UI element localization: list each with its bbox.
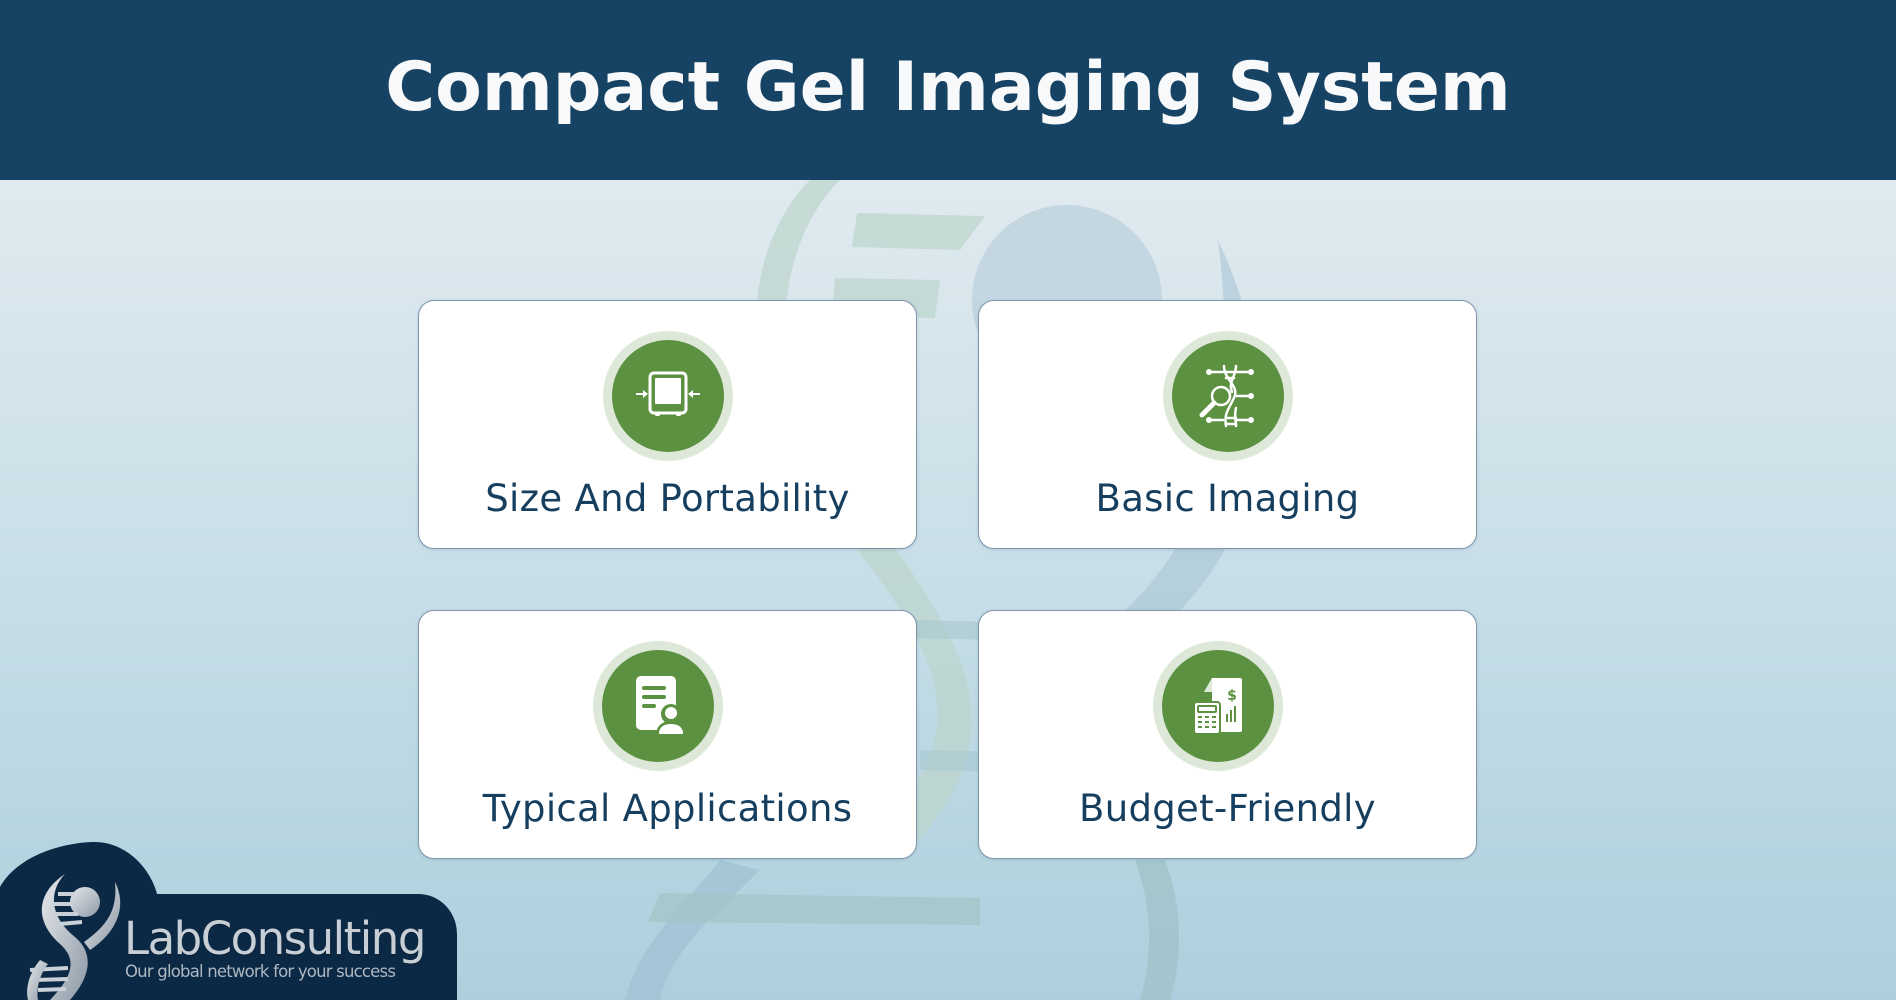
- logo-background-shape: [0, 842, 457, 1000]
- icon-badge: [1162, 331, 1293, 461]
- svg-text:$: $: [1227, 688, 1237, 704]
- feature-card-basic-imaging: Basic Imaging: [978, 300, 1477, 549]
- card-label: Typical Applications: [482, 787, 853, 830]
- logo-brand-text: LabConsulting: [124, 912, 426, 965]
- logo-tagline: Our global network for your success: [125, 962, 396, 981]
- card-label: Budget-Friendly: [1079, 787, 1376, 830]
- feature-card-size-portability: Size And Portability: [418, 300, 917, 549]
- icon-badge: [602, 331, 733, 461]
- icon-badge: $: [1152, 641, 1283, 771]
- labconsulting-logo: LabConsulting Our global network for you…: [0, 842, 460, 1000]
- dna-magnifier-icon: [1199, 364, 1254, 428]
- document-user-icon: [635, 676, 686, 736]
- dna-figure-icon: [27, 874, 121, 1000]
- icon-badge: [592, 641, 723, 771]
- feature-card-budget-friendly: $ Budget-Friendly: [978, 610, 1477, 859]
- page-title: Compact Gel Imaging System: [385, 48, 1511, 127]
- page-header: Compact Gel Imaging System: [0, 0, 1896, 180]
- compact-device-icon: [635, 371, 700, 416]
- calculator-invoice-icon: $: [1192, 678, 1242, 735]
- card-label: Size And Portability: [485, 477, 850, 520]
- feature-card-typical-applications: Typical Applications: [418, 610, 917, 859]
- card-label: Basic Imaging: [1095, 477, 1360, 520]
